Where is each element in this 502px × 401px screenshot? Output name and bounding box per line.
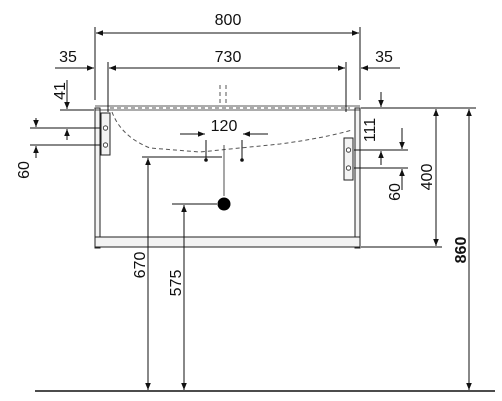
dimension-inner-width: 730 (107, 49, 347, 112)
dimension-right-offset: 35 (361, 49, 400, 71)
dimension-drain-spacing: 120 (180, 118, 268, 137)
dimension-overall-width: 800 (94, 12, 361, 100)
left-bracket (100, 112, 111, 156)
dim-label-35-right: 35 (375, 49, 393, 66)
dim-label-860: 860 (453, 237, 470, 264)
right-bracket (343, 137, 354, 181)
dimension-drain-height: 575 (168, 203, 217, 390)
dim-label-120: 120 (211, 118, 238, 135)
drain-icon (217, 197, 231, 211)
dim-label-670: 670 (132, 252, 149, 279)
dimension-bracket-spacing-left: 60 (16, 118, 100, 179)
dimension-total-height: 860 (442, 107, 476, 390)
dim-label-730: 730 (215, 49, 242, 66)
basin-outline (110, 85, 353, 153)
dim-label-35-left: 35 (59, 49, 77, 66)
cabinet-frame (94, 105, 361, 249)
dim-label-60-right: 60 (387, 183, 404, 201)
dimension-top-offset: 41 (52, 80, 100, 140)
dim-label-575: 575 (168, 270, 185, 297)
dim-label-111: 111 (362, 118, 379, 142)
dimension-bottom-edge-height: 670 (132, 156, 222, 390)
dimension-left-offset: 35 (55, 49, 94, 71)
dim-label-41: 41 (52, 82, 69, 100)
dim-label-800: 800 (215, 12, 242, 29)
dim-label-400: 400 (419, 164, 436, 191)
dimension-bracket-spacing-right: 60 (354, 128, 408, 201)
dim-label-60-left: 60 (16, 161, 33, 179)
dimension-cabinet-height: 400 (361, 107, 442, 248)
